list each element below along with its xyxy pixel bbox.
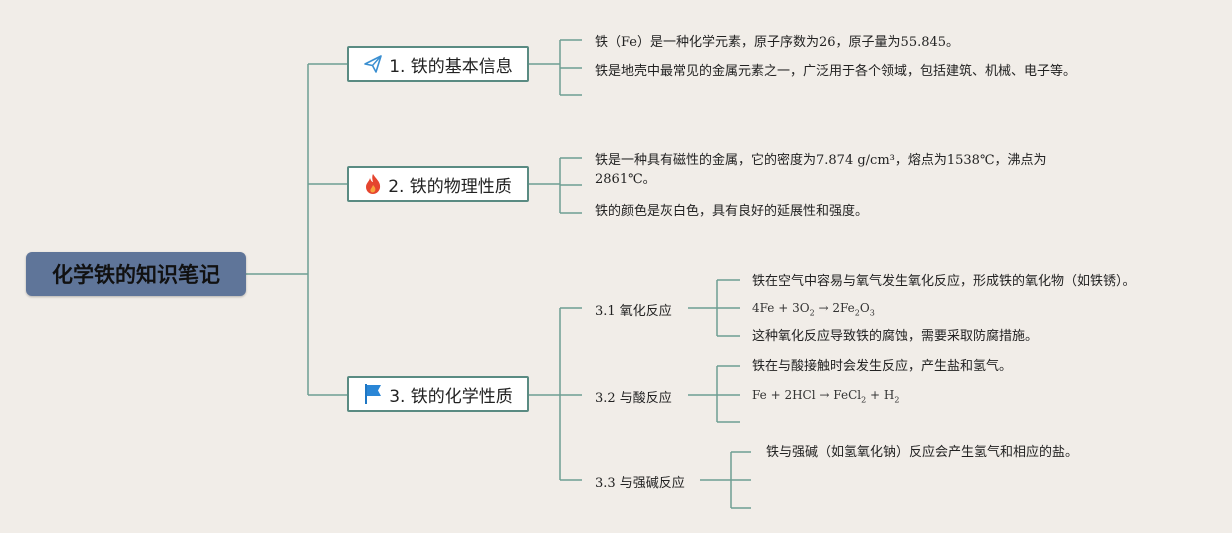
flag-icon (365, 384, 382, 404)
note-text: 铁的颜色是灰白色，具有良好的延展性和强度。 (595, 204, 869, 219)
equation-oxidation: 4Fe + 3O2 → 2Fe2O3 (752, 301, 875, 318)
note-text: 铁是一种具有磁性的金属，它的密度为7.874 g/cm³，熔点为1538℃，沸点… (595, 153, 1047, 187)
note-text: 铁（Fe）是一种化学元素，原子序数为26，原子量为55.845。 (595, 35, 960, 50)
fire-icon (366, 174, 381, 194)
topic-label: 2. 铁的物理性质 (388, 176, 512, 197)
note-text: 铁在与酸接触时会发生反应，产生盐和氢气。 (752, 359, 1013, 374)
subtopic-acid-reaction[interactable]: 3.2 与酸反应 (595, 391, 672, 406)
topic-label: 3. 铁的化学性质 (389, 386, 513, 407)
note-text: 铁在空气中容易与氧气发生氧化反应，形成铁的氧化物（如铁锈）。 (752, 274, 1136, 289)
note-text: 铁是地壳中最常见的金属元素之一，广泛用于各个领域，包括建筑、机械、电子等。 (595, 64, 1077, 79)
note-text: 铁与强碱（如氢氧化钠）反应会产生氢气和相应的盐。 (766, 445, 1079, 460)
topic-physical-properties[interactable]: 2. 铁的物理性质 (347, 166, 529, 202)
topic-chemical-properties[interactable]: 3. 铁的化学性质 (347, 376, 529, 412)
topic-basic-info[interactable]: 1. 铁的基本信息 (347, 46, 529, 82)
subtopic-oxidation[interactable]: 3.1 氧化反应 (595, 304, 672, 319)
equation-acid: Fe + 2HCl → FeCl2 + H2 (752, 388, 900, 405)
note-text: 这种氧化反应导致铁的腐蚀，需要采取防腐措施。 (752, 329, 1039, 344)
topic-label: 1. 铁的基本信息 (389, 56, 513, 77)
root-topic[interactable]: 化学铁的知识笔记 (26, 252, 246, 296)
paper-plane-icon (364, 55, 382, 73)
subtopic-base-reaction[interactable]: 3.3 与强碱反应 (595, 476, 685, 491)
